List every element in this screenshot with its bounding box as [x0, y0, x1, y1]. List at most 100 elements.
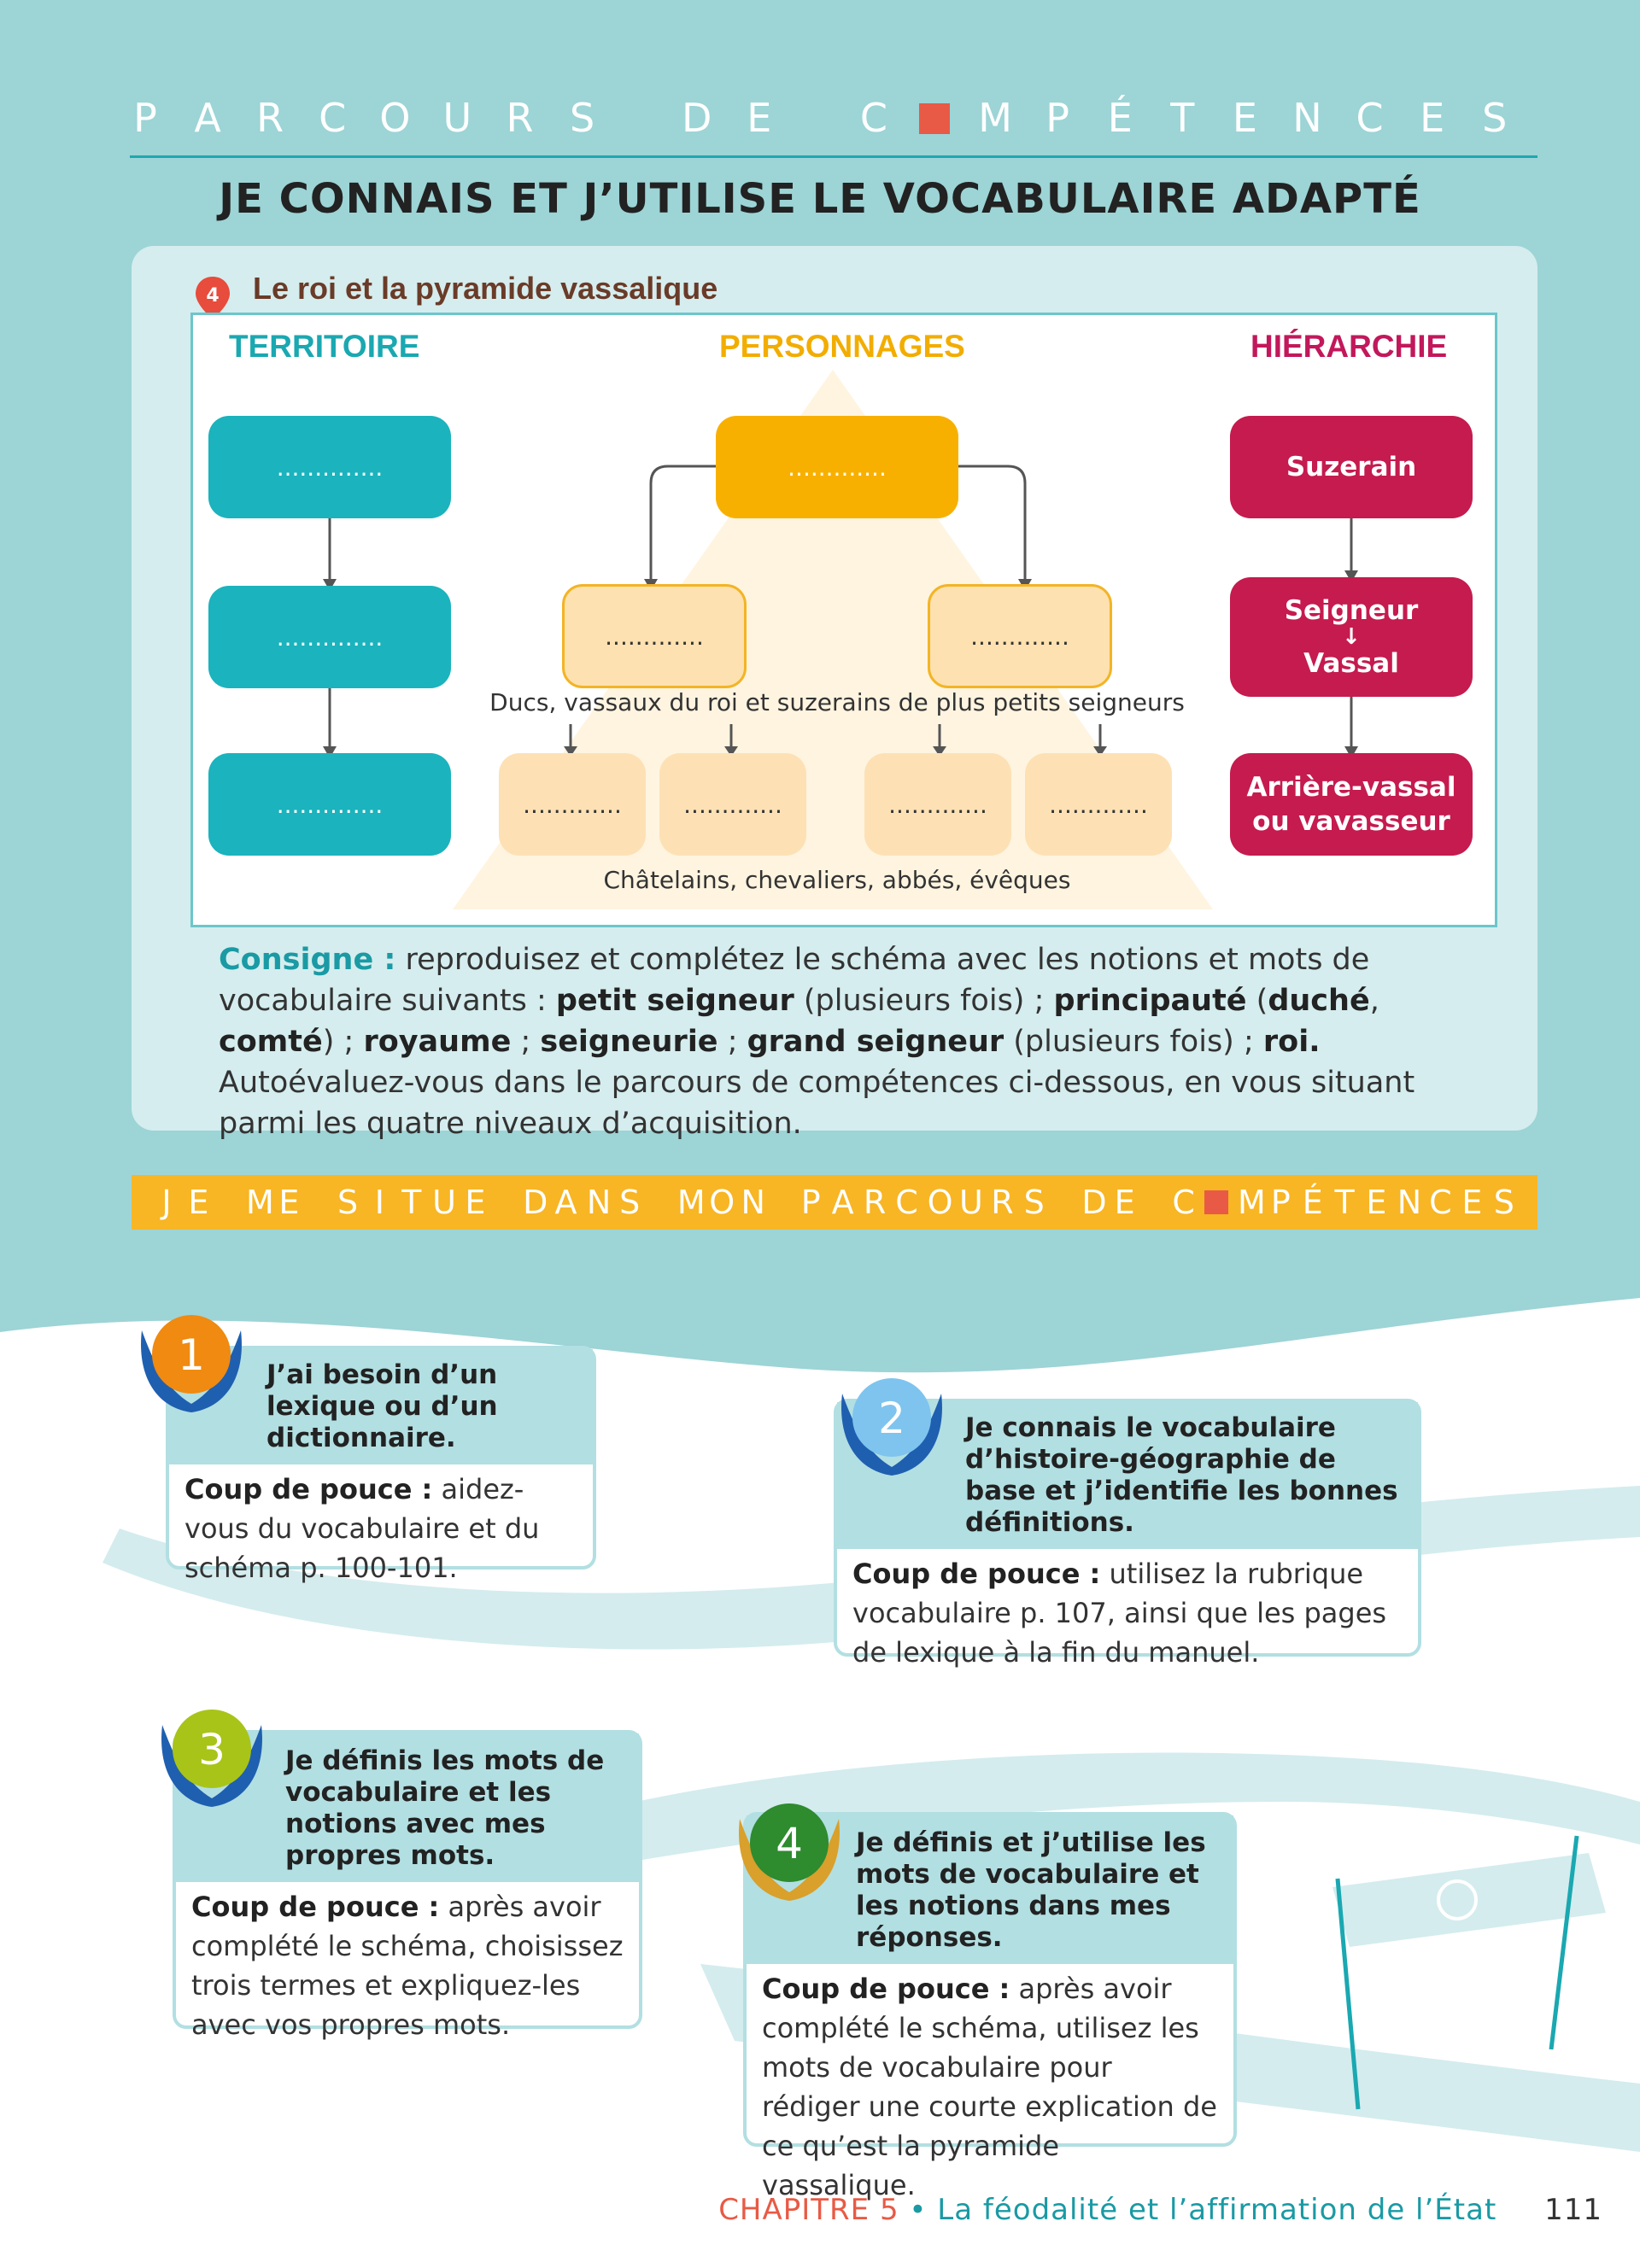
consigne-term: seigneurie	[540, 1025, 718, 1059]
footer-chapter-title: La féodalité et l’affirmation de l’État	[937, 2193, 1497, 2227]
personnage-box-petit-2: .............	[659, 753, 806, 856]
tip-text: utilisez la rubrique vocabulaire p. 107,…	[852, 1558, 1387, 1669]
hierarchy-box-suzerain: Suzerain	[1230, 416, 1473, 518]
spaced-letter: U	[432, 1184, 456, 1221]
spaced-letter: J	[161, 1184, 172, 1221]
spaced-letter: E	[1366, 1184, 1387, 1221]
consigne-term: principauté	[1053, 984, 1247, 1018]
tip-text: aidez-vous du vocabulaire et du schéma p…	[184, 1473, 540, 1584]
column-heading-personnages: PERSONNAGES	[719, 329, 965, 364]
level-3-medal-icon: 3	[161, 1710, 262, 1807]
document-number-pin-icon: 4	[196, 277, 230, 319]
spaced-letter: D	[523, 1184, 548, 1221]
tip-text: après avoir complété le schéma, utilisez…	[762, 1973, 1217, 2201]
spaced-letter: C	[895, 1184, 918, 1221]
caption-ducs: Ducs, vassaux du roi et suzerains de plu…	[489, 688, 1185, 716]
spaced-letter: E	[1114, 1184, 1135, 1221]
consigne-term: roi.	[1262, 1025, 1321, 1059]
spaced-letter: S	[569, 95, 595, 141]
personnage-box-king: .............	[716, 416, 958, 518]
consigne-part: (plusieurs fois) ;	[1004, 1025, 1263, 1059]
spaced-letter: U	[958, 1184, 983, 1221]
spaced-letter: E	[465, 1184, 486, 1221]
spaced-letter: O	[927, 1184, 953, 1221]
consigne-part: ;	[511, 1025, 541, 1059]
spaced-letter: S	[619, 1184, 641, 1221]
consigne-part: ;	[718, 1025, 747, 1059]
personnage-box-petit-4: .............	[1025, 753, 1172, 856]
consigne-term: grand seigneur	[747, 1025, 1004, 1059]
spaced-letter: C	[1356, 95, 1384, 141]
spaced-letter: C	[1429, 1184, 1452, 1221]
spaced-letter: U	[442, 95, 472, 141]
spaced-letter: D	[1081, 1184, 1107, 1221]
consigne-part: Autoévaluez-vous dans le parcours de com…	[219, 1066, 1415, 1141]
spaced-letter: P	[1270, 1184, 1291, 1221]
spaced-letter: S	[1482, 95, 1508, 141]
spaced-letter: S	[1493, 1184, 1514, 1221]
spaced-letter: I	[374, 1184, 385, 1221]
level-4-tip: Coup de pouce : après avoir complété le …	[747, 1964, 1233, 2205]
caption-chatelains: Châtelains, chevaliers, abbés, évêques	[603, 866, 1071, 894]
level-card-3: Je définis les mots de vocabulaire et le…	[173, 1730, 642, 2041]
consigne-term: royaume	[363, 1025, 512, 1059]
page-number: 111	[1544, 2193, 1602, 2227]
spaced-letter: E	[188, 1184, 209, 1221]
hierarchy-box-seigneur-vassal: Seigneur ↓ Vassal	[1230, 577, 1473, 697]
consigne-term: comté	[219, 1025, 323, 1059]
spaced-letter: E	[747, 95, 772, 141]
hierarchy-arriere-vassal: Arrière-vassal	[1246, 772, 1456, 803]
personnage-box-grand-1: .............	[562, 584, 747, 688]
level-3-tip: Coup de pouce : après avoir complété le …	[176, 1882, 639, 2044]
spaced-letter: N	[1292, 95, 1322, 141]
spaced-letter: C	[1172, 1184, 1195, 1221]
spaced-letter: E	[278, 1184, 300, 1221]
spaced-letter: R	[506, 95, 534, 141]
spaced-letter: C	[319, 95, 347, 141]
tip-text: après avoir complété le schéma, choisiss…	[191, 1891, 624, 2041]
o-square-icon	[919, 103, 951, 134]
spaced-letter: R	[256, 95, 284, 141]
tip-label: Coup de pouce :	[762, 1973, 1010, 2005]
tip-label: Coup de pouce :	[852, 1558, 1101, 1590]
spaced-letter: M	[246, 1184, 274, 1221]
personnage-box-petit-1: .............	[499, 753, 646, 856]
personnage-box-grand-2: .............	[928, 584, 1112, 688]
level-1-tip: Coup de pouce : aidez-vous du vocabulair…	[169, 1464, 593, 1587]
spaced-letter: N	[741, 1184, 765, 1221]
level-4-medal-icon: 4	[739, 1803, 840, 1901]
personnage-box-petit-3: .............	[864, 753, 1011, 856]
level-card-1: J’ai besoin d’un lexique ou d’un diction…	[166, 1346, 596, 1584]
tip-label: Coup de pouce :	[184, 1473, 433, 1505]
hierarchy-vavasseur: ou vavasseur	[1252, 806, 1450, 837]
consigne-term: duché	[1268, 984, 1370, 1018]
spaced-letter: N	[1397, 1184, 1422, 1221]
arrow-down-icon: ↓	[1342, 624, 1361, 650]
spaced-letter: E	[1461, 1184, 1483, 1221]
spaced-letter: N	[586, 1184, 612, 1221]
spaced-letter: A	[554, 1184, 577, 1221]
consigne-part: (plusieurs fois) ;	[794, 984, 1054, 1018]
spaced-letter: É	[1107, 95, 1133, 141]
consigne-term: petit seigneur	[555, 984, 794, 1018]
spaced-letter: M	[978, 95, 1012, 141]
document-number: 4	[206, 285, 219, 307]
spaced-letter: P	[133, 95, 157, 141]
document-title: Le roi et la pyramide vassalique	[253, 271, 718, 306]
consigne-text: Consigne : reproduisez et complétez le s…	[219, 939, 1483, 1144]
spaced-letter: É	[1302, 1184, 1323, 1221]
spaced-letter: M	[1238, 1184, 1266, 1221]
spaced-letter: O	[709, 1184, 735, 1221]
level-2-tip: Coup de pouce : utilisez la rubrique voc…	[837, 1549, 1418, 1672]
spaced-letter: T	[1170, 95, 1195, 141]
spaced-letter: T	[401, 1184, 422, 1221]
spaced-letter: A	[831, 1184, 854, 1221]
consigne-part: reproduisez et complétez le schéma avec …	[219, 943, 1370, 1018]
page-footer: CHAPITRE 5 • La féodalité et l’affirmati…	[0, 2193, 1602, 2227]
o-square-icon	[1204, 1190, 1228, 1214]
territoire-box-1: ..............	[208, 416, 451, 518]
level-card-2: Je connais le vocabulaire d’histoire-géo…	[834, 1399, 1421, 1669]
spaced-letter: O	[379, 95, 411, 141]
